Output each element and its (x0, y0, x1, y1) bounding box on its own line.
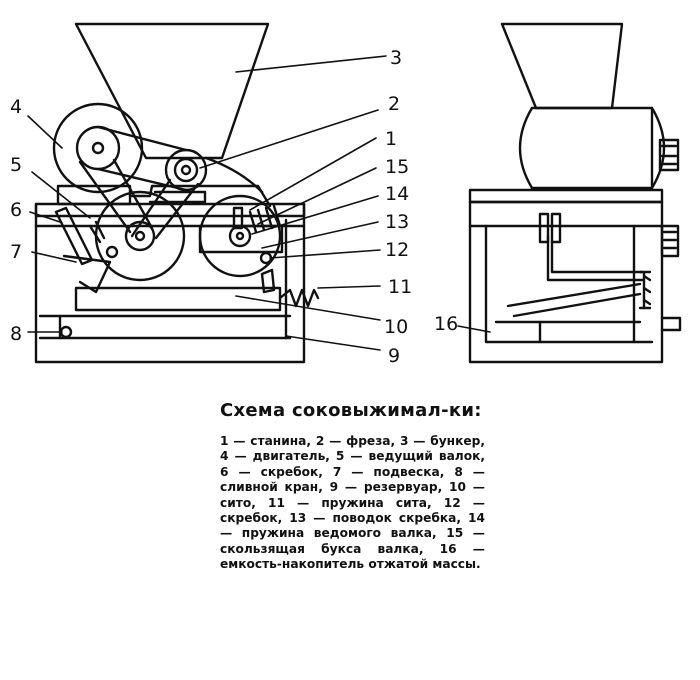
callout-numbers: 3 2 1 15 14 13 12 11 10 9 4 5 6 7 8 16 (10, 47, 458, 367)
callout-13: 13 (385, 211, 409, 233)
collector-trough (494, 270, 652, 344)
reservoir (38, 218, 292, 340)
callout-9: 9 (388, 345, 400, 367)
caption-title: Схема соковыжимал-ки: (220, 400, 482, 421)
callout-12: 12 (385, 239, 409, 261)
hopper-front (74, 22, 270, 160)
side-view (468, 22, 682, 364)
callout-1: 1 (385, 128, 397, 150)
callout-11: 11 (388, 276, 412, 298)
callout-15: 15 (385, 156, 409, 178)
callout-10: 10 (384, 316, 408, 338)
hopper-side (500, 22, 624, 110)
callout-16: 16 (434, 313, 458, 335)
callout-8: 8 (10, 323, 22, 345)
front-view (34, 22, 320, 364)
callout-14: 14 (385, 183, 409, 205)
callout-7: 7 (10, 241, 22, 263)
caption-legend: 1 — станина, 2 — фреза, 3 — бункер, 4 — … (220, 434, 485, 572)
callout-6: 6 (10, 199, 22, 221)
sieve (74, 286, 320, 312)
callout-4: 4 (10, 96, 22, 118)
motor-side (518, 106, 680, 190)
frame-side (468, 188, 682, 364)
motor (52, 102, 144, 194)
callout-5: 5 (10, 154, 22, 176)
callout-2: 2 (388, 93, 400, 115)
leader-lines (27, 55, 491, 351)
caption-block: Схема соковыжимал-ки: 1 — станина, 2 — ф… (220, 400, 485, 573)
callout-3: 3 (390, 47, 402, 69)
